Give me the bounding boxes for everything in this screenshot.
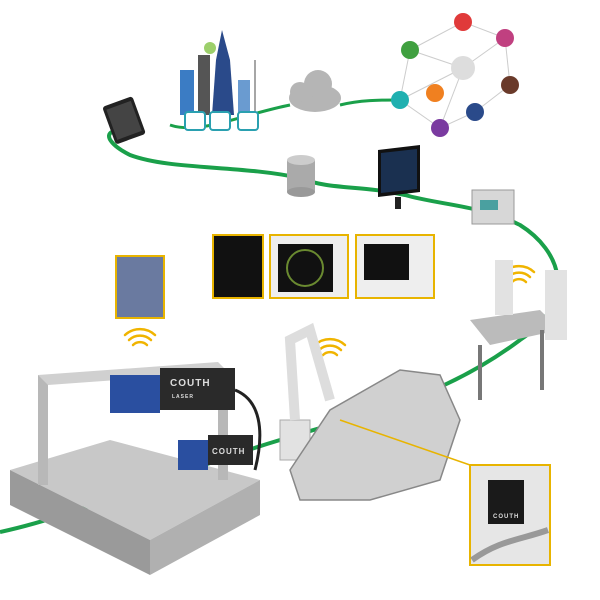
plc-controller-icon [471,189,515,225]
cloud-icon [289,70,341,112]
database-icon [287,155,315,197]
brand-label-2: COUTH [212,447,245,456]
laser-marking-machine: COUTH LASER COUTH [10,362,262,575]
oil-pump-icon [496,29,514,47]
wind-turbine-icon [401,41,419,59]
brand-label-3: COUTH [493,514,519,520]
callout-line [339,419,471,466]
software-screen-1 [212,234,264,299]
first-aid-icon [454,13,472,31]
train-icon [391,91,409,109]
car-icon [466,103,484,121]
home-icon [426,84,444,102]
airplane-icon [501,76,519,94]
robot-cell-conveyor [470,260,567,400]
globe-icon [451,56,475,80]
control-room-image [115,255,165,319]
tablet-icon [103,96,146,144]
vw-logo-scan [286,249,324,287]
brand-label: COUTH [170,378,211,389]
car-body-frame [289,369,461,501]
connection-line [0,130,560,534]
wifi-icon [123,327,157,347]
detail-callout: COUTH [469,464,551,566]
smart-city-icon [180,30,259,131]
factory-icon [431,119,449,137]
monitor-icon [378,145,420,209]
brand-subtitle: LASER [172,394,194,400]
